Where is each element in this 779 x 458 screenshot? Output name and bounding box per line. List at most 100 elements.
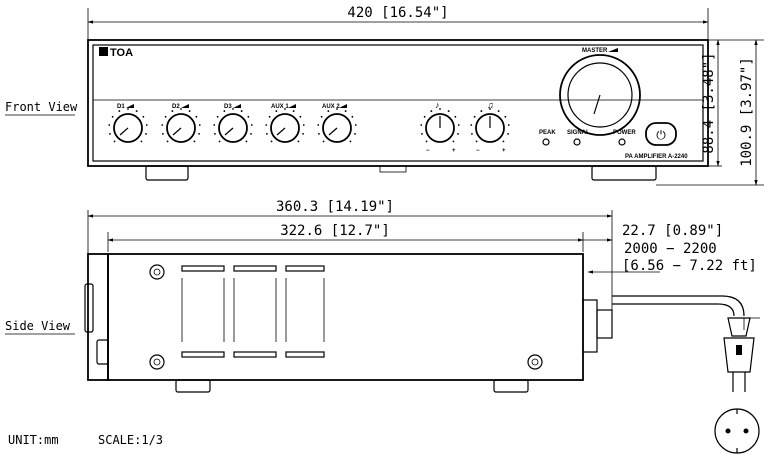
knob-scale-dot	[127, 108, 129, 110]
knob-label-aux2: AUX 2	[322, 104, 340, 110]
knob-scale-dot	[240, 110, 243, 112]
knob-scale-dot	[317, 124, 320, 126]
knob-d2: D2	[166, 104, 196, 143]
knob-scale-dot	[322, 140, 325, 143]
knob-scale-dot	[480, 110, 483, 112]
knob-scale-dot	[439, 108, 441, 110]
bass-icon: ♪	[435, 100, 440, 110]
knob-scale-dot	[265, 124, 268, 126]
indicator-peak-label: PEAK	[539, 130, 556, 136]
knob-scale-dot	[250, 124, 253, 126]
knob-scale-dot	[180, 108, 182, 110]
knob-d1: D1	[113, 104, 143, 143]
knob-scale-dot	[171, 110, 174, 112]
front-height-outer-label: 100.9 [3.97"]	[739, 57, 755, 167]
knob-scale-dot	[452, 140, 455, 143]
indicator-signal-label: SIGNAL	[567, 130, 590, 136]
euro-plug-icon	[723, 317, 755, 392]
front-width-dimension: 420 [16.54"]	[87, 5, 709, 40]
knob-scale-dot	[497, 110, 500, 112]
knob-scale-dot	[302, 132, 304, 135]
front-view-label: Front View	[5, 100, 78, 114]
indicator-power-label: POWER	[613, 130, 636, 136]
indicator-signal-led	[573, 138, 581, 146]
knob-scale-dot	[198, 124, 201, 126]
indicator-peak-led	[542, 138, 550, 146]
side-body-depth-label: 322.6 [12.7"]	[280, 223, 390, 239]
knob-scale-dot	[213, 124, 216, 126]
knob-scale-dot	[425, 140, 428, 143]
knob-scale-dot	[327, 110, 330, 112]
chassis-side	[107, 253, 584, 381]
knob-scale-dot	[297, 140, 300, 143]
svg-text:+: +	[452, 148, 456, 154]
knob-scale-dot	[302, 124, 305, 126]
front-foot-right	[591, 165, 657, 181]
knob-scale-dot	[270, 140, 273, 143]
model-label: PA AMPLIFIER A-2240	[625, 154, 688, 160]
knob-scale-dot	[135, 110, 138, 112]
treble-icon: ♫	[487, 100, 494, 110]
knob-scale-dot	[162, 132, 164, 135]
knob-scale-dot	[423, 115, 426, 118]
treble-knob: ♫ − +	[475, 100, 506, 154]
small-knob-side	[96, 339, 109, 365]
master-knob-side	[84, 283, 94, 333]
knob-scale-dot	[489, 108, 491, 110]
knob-scale-dot	[430, 110, 433, 112]
side-foot-rear	[493, 379, 529, 393]
cord-length-ft-label: [6.56 − 7.22 ft]	[622, 258, 757, 274]
knob-scale-dot	[473, 115, 476, 118]
rear-cord-exit	[582, 295, 760, 353]
knob-scale-dot	[318, 132, 320, 135]
knob-scale-dot	[214, 132, 216, 135]
knob-label-d3: D3	[224, 104, 232, 110]
indicators: PEAK SIGNAL POWER	[539, 130, 636, 146]
knob-scale-dot	[166, 140, 169, 143]
front-height-dimensions: 88.4 [3.48"] 100.9 [3.97"]	[656, 39, 764, 186]
front-panel-side	[87, 253, 109, 381]
rear-protrusion-label: 22.7 [0.89"]	[622, 223, 723, 239]
master-label: MASTER	[582, 48, 608, 54]
knob-scale-dot	[351, 115, 354, 118]
svg-text:+: +	[502, 148, 506, 154]
master-knob: MASTER	[559, 48, 641, 136]
knob-scale-dot	[108, 124, 111, 126]
knob-scale-dot	[457, 124, 460, 126]
knob-scale-dot	[164, 115, 167, 118]
knob-scale-dot	[198, 132, 200, 135]
tone-knobs: ♪ − + ♫ − +	[425, 100, 506, 154]
side-view: 360.3 [14.19"] 322.6 [12.7"] 22.7 [0.89"…	[5, 199, 760, 454]
knob-scale-dot	[457, 132, 459, 135]
knob-scale-dot	[454, 115, 457, 118]
knob-scale-dot	[299, 115, 302, 118]
input-knobs: D1 D2 D3 AUX 1	[113, 104, 352, 143]
knob-scale-dot	[216, 115, 219, 118]
knob-scale-dot	[232, 108, 234, 110]
side-body-depth-dimension: 322.6 [12.7"]	[107, 223, 584, 252]
knob-scale-dot	[266, 132, 268, 135]
front-foot-left	[145, 165, 189, 181]
knob-scale-dot	[118, 110, 121, 112]
knob-scale-dot	[447, 110, 450, 112]
knob-scale-dot	[354, 132, 356, 135]
knob-scale-dot	[354, 124, 357, 126]
brand-text: TOA	[110, 47, 133, 59]
knob-scale-dot	[161, 124, 164, 126]
knob-scale-dot	[471, 132, 473, 135]
screws	[149, 264, 543, 370]
knob-d3: D3	[218, 104, 248, 143]
knob-scale-dot	[109, 132, 111, 135]
knob-scale-dot	[250, 132, 252, 135]
knob-scale-dot	[507, 132, 509, 135]
knob-scale-dot	[420, 124, 423, 126]
toa-logo: TOA	[99, 47, 133, 59]
knob-scale-dot	[193, 140, 196, 143]
knob-scale-dot	[145, 132, 147, 135]
knob-scale-dot	[470, 124, 473, 126]
knob-scale-dot	[502, 140, 505, 143]
cord-length-mm-label: 2000 − 2200	[624, 241, 717, 257]
knob-scale-dot	[336, 108, 338, 110]
svg-text:−: −	[426, 148, 430, 154]
